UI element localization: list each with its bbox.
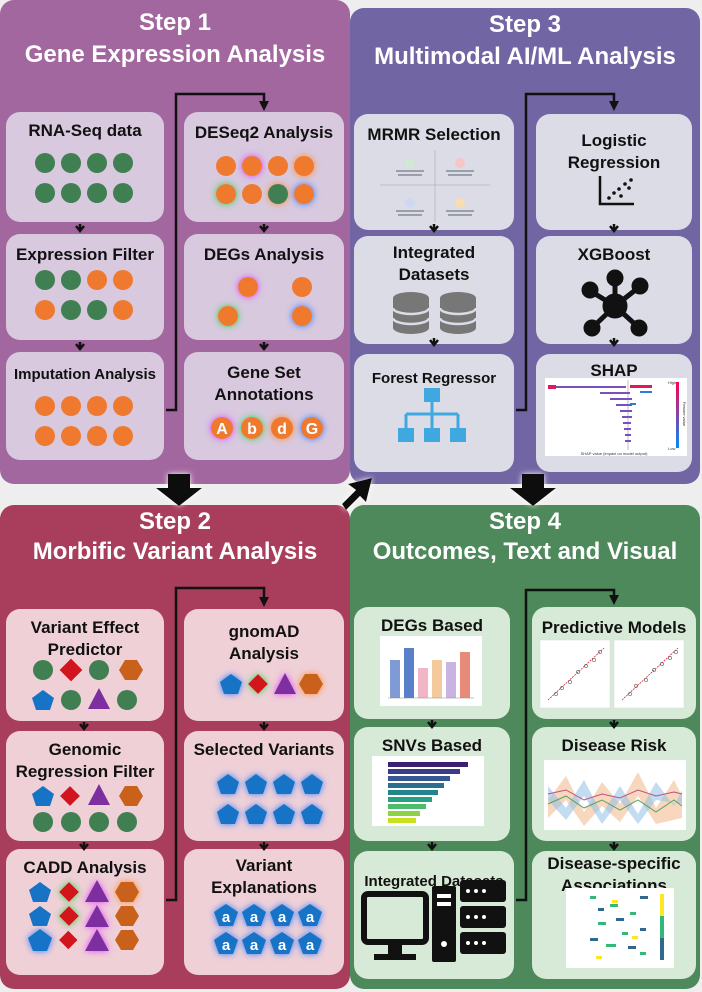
imputation-box: Imputation Analysis <box>6 352 164 460</box>
gene-set-label-2: Annotations <box>214 385 314 404</box>
shap-high: High <box>668 380 676 385</box>
flow-chevrons <box>75 224 619 852</box>
grf-label-2: Regression Filter <box>15 762 155 781</box>
mrmr-label: MRMR Selection <box>367 125 501 144</box>
variant-letter: a <box>306 937 315 954</box>
expression-filter-box: Expression Filter <box>6 234 164 340</box>
step4-subtitle: Outcomes, Text and Visual <box>372 538 678 565</box>
imputation-label: Imputation Analysis <box>14 366 156 383</box>
snvs-based-label: SNVs Based <box>381 736 483 755</box>
degs-based-label: DEGs Based <box>380 616 484 635</box>
variant-letter: a <box>250 909 259 926</box>
step1-to-step2-arrow <box>156 474 202 506</box>
degs-bar-thumbnail <box>380 636 482 706</box>
gene-set-label-1: Gene Set <box>227 363 301 382</box>
annotation-letter: G <box>306 421 318 438</box>
variant-letter: a <box>250 937 259 954</box>
step2-title: Step 2 <box>138 508 212 535</box>
explanations-label-1: Variant <box>235 856 293 875</box>
gene-set-box: Gene Set Annotations <box>184 352 344 460</box>
deseq2-label: DESeq2 Analysis <box>194 123 334 142</box>
variant-letter: a <box>278 909 287 926</box>
database-icon <box>391 292 478 334</box>
step1-panel: Step 1 Gene Expression Analysis RNA-Seq … <box>0 0 350 484</box>
integrated-label-1: Integrated <box>392 243 476 262</box>
imputation-dots <box>35 396 133 446</box>
genomic-regression-box: Genomic Regression Filter <box>6 731 164 841</box>
explanations-label-2: Explanations <box>211 878 317 897</box>
grf-label-1: Genomic <box>48 740 122 759</box>
disease-risk-thumbnail <box>544 760 686 830</box>
associations-heatmap-thumbnail <box>566 888 674 968</box>
expression-filter-label: Expression Filter <box>16 245 154 264</box>
step3-to-step4-arrow <box>510 474 556 506</box>
expression-filter-dots <box>35 270 133 320</box>
logistic-label-1: Logistic <box>581 131 647 150</box>
selected-variant-pentagons <box>217 774 323 824</box>
annotation-letter: b <box>247 421 257 438</box>
logistic-regression-box: Logistic Regression <box>536 114 692 230</box>
cadd-label: CADD Analysis <box>23 858 147 877</box>
grf-shapes <box>32 784 143 832</box>
step1-subtitle: Gene Expression Analysis <box>24 41 326 68</box>
computer-server-icon <box>361 880 506 962</box>
integrated-label-2: Datasets <box>398 265 470 284</box>
rnaseq-box: RNA-Seq data <box>6 112 164 222</box>
variant-letter: a <box>306 909 315 926</box>
vep-shapes <box>32 658 143 710</box>
gnomad-box: gnomAD Analysis <box>184 609 344 721</box>
shap-feature-label: Feature value <box>682 402 687 427</box>
snvs-horizontal-bar-thumbnail <box>372 756 484 826</box>
shap-label: SHAP <box>590 361 638 380</box>
variant-letter: a <box>278 937 287 954</box>
gnomad-shapes <box>220 673 323 694</box>
rnaseq-label: RNA-Seq data <box>28 121 142 140</box>
degs-analysis-label: DEGs Analysis <box>203 245 325 264</box>
mrmr-quadrant-icon <box>380 150 490 222</box>
selected-variants-label: Selected Variants <box>193 740 335 759</box>
step3-subtitle: Multimodal AI/ML Analysis <box>374 43 676 70</box>
scatter-plot-icon <box>598 176 634 206</box>
step2-subtitle: Morbific Variant Analysis <box>32 538 318 565</box>
degs-analysis-box: DEGs Analysis <box>184 234 344 340</box>
degs-dots <box>218 277 312 326</box>
mrmr-box: MRMR Selection <box>354 114 514 230</box>
shap-plot: SHAP value (impact on model output) High… <box>545 378 687 456</box>
gnomad-label-2: Analysis <box>229 644 299 663</box>
gnomad-label-1: gnomAD <box>228 622 300 641</box>
step2-to-step3-arrow <box>342 478 372 510</box>
step2-panel: Step 2 Morbific Variant Analysis Variant… <box>0 505 350 989</box>
annotation-letter: d <box>277 421 287 438</box>
tree-icon <box>398 388 466 442</box>
step3-title: Step 3 <box>488 11 562 38</box>
cadd-shapes <box>28 880 139 951</box>
rnaseq-dots <box>35 153 133 203</box>
variant-letter: a <box>222 937 231 954</box>
annotation-badges: A b d G <box>211 417 323 439</box>
predictive-models-thumbnail <box>539 639 685 709</box>
xgboost-label: XGBoost <box>577 245 651 264</box>
deseq2-dots <box>216 156 314 204</box>
disease-risk-label: Disease Risk <box>561 736 667 755</box>
forest-regressor-label: Forest Regressor <box>371 370 497 387</box>
step-transition-arrows <box>156 474 556 510</box>
annotation-letter: A <box>216 421 228 438</box>
assoc-label-1: Disease-specific <box>547 854 681 873</box>
step4-title: Step 4 <box>488 508 562 535</box>
variant-letter: a <box>222 909 231 926</box>
step1-title: Step 1 <box>138 9 212 36</box>
logistic-label-2: Regression <box>567 153 661 172</box>
shap-axis-label: SHAP value (impact on model output) <box>581 451 649 456</box>
predictive-models-label: Predictive Models <box>541 618 687 637</box>
explanation-pentagons: a a a a a a a a <box>214 904 322 954</box>
vep-label-2: Predictor <box>47 640 123 659</box>
integrated-datasets-box: Integrated Datasets <box>354 236 514 344</box>
shap-low: Low <box>668 446 675 451</box>
network-icon <box>581 269 649 337</box>
deseq2-box: DESeq2 Analysis <box>184 112 344 222</box>
vep-label-1: Variant Effect <box>30 618 140 637</box>
column-connectors <box>166 92 619 902</box>
